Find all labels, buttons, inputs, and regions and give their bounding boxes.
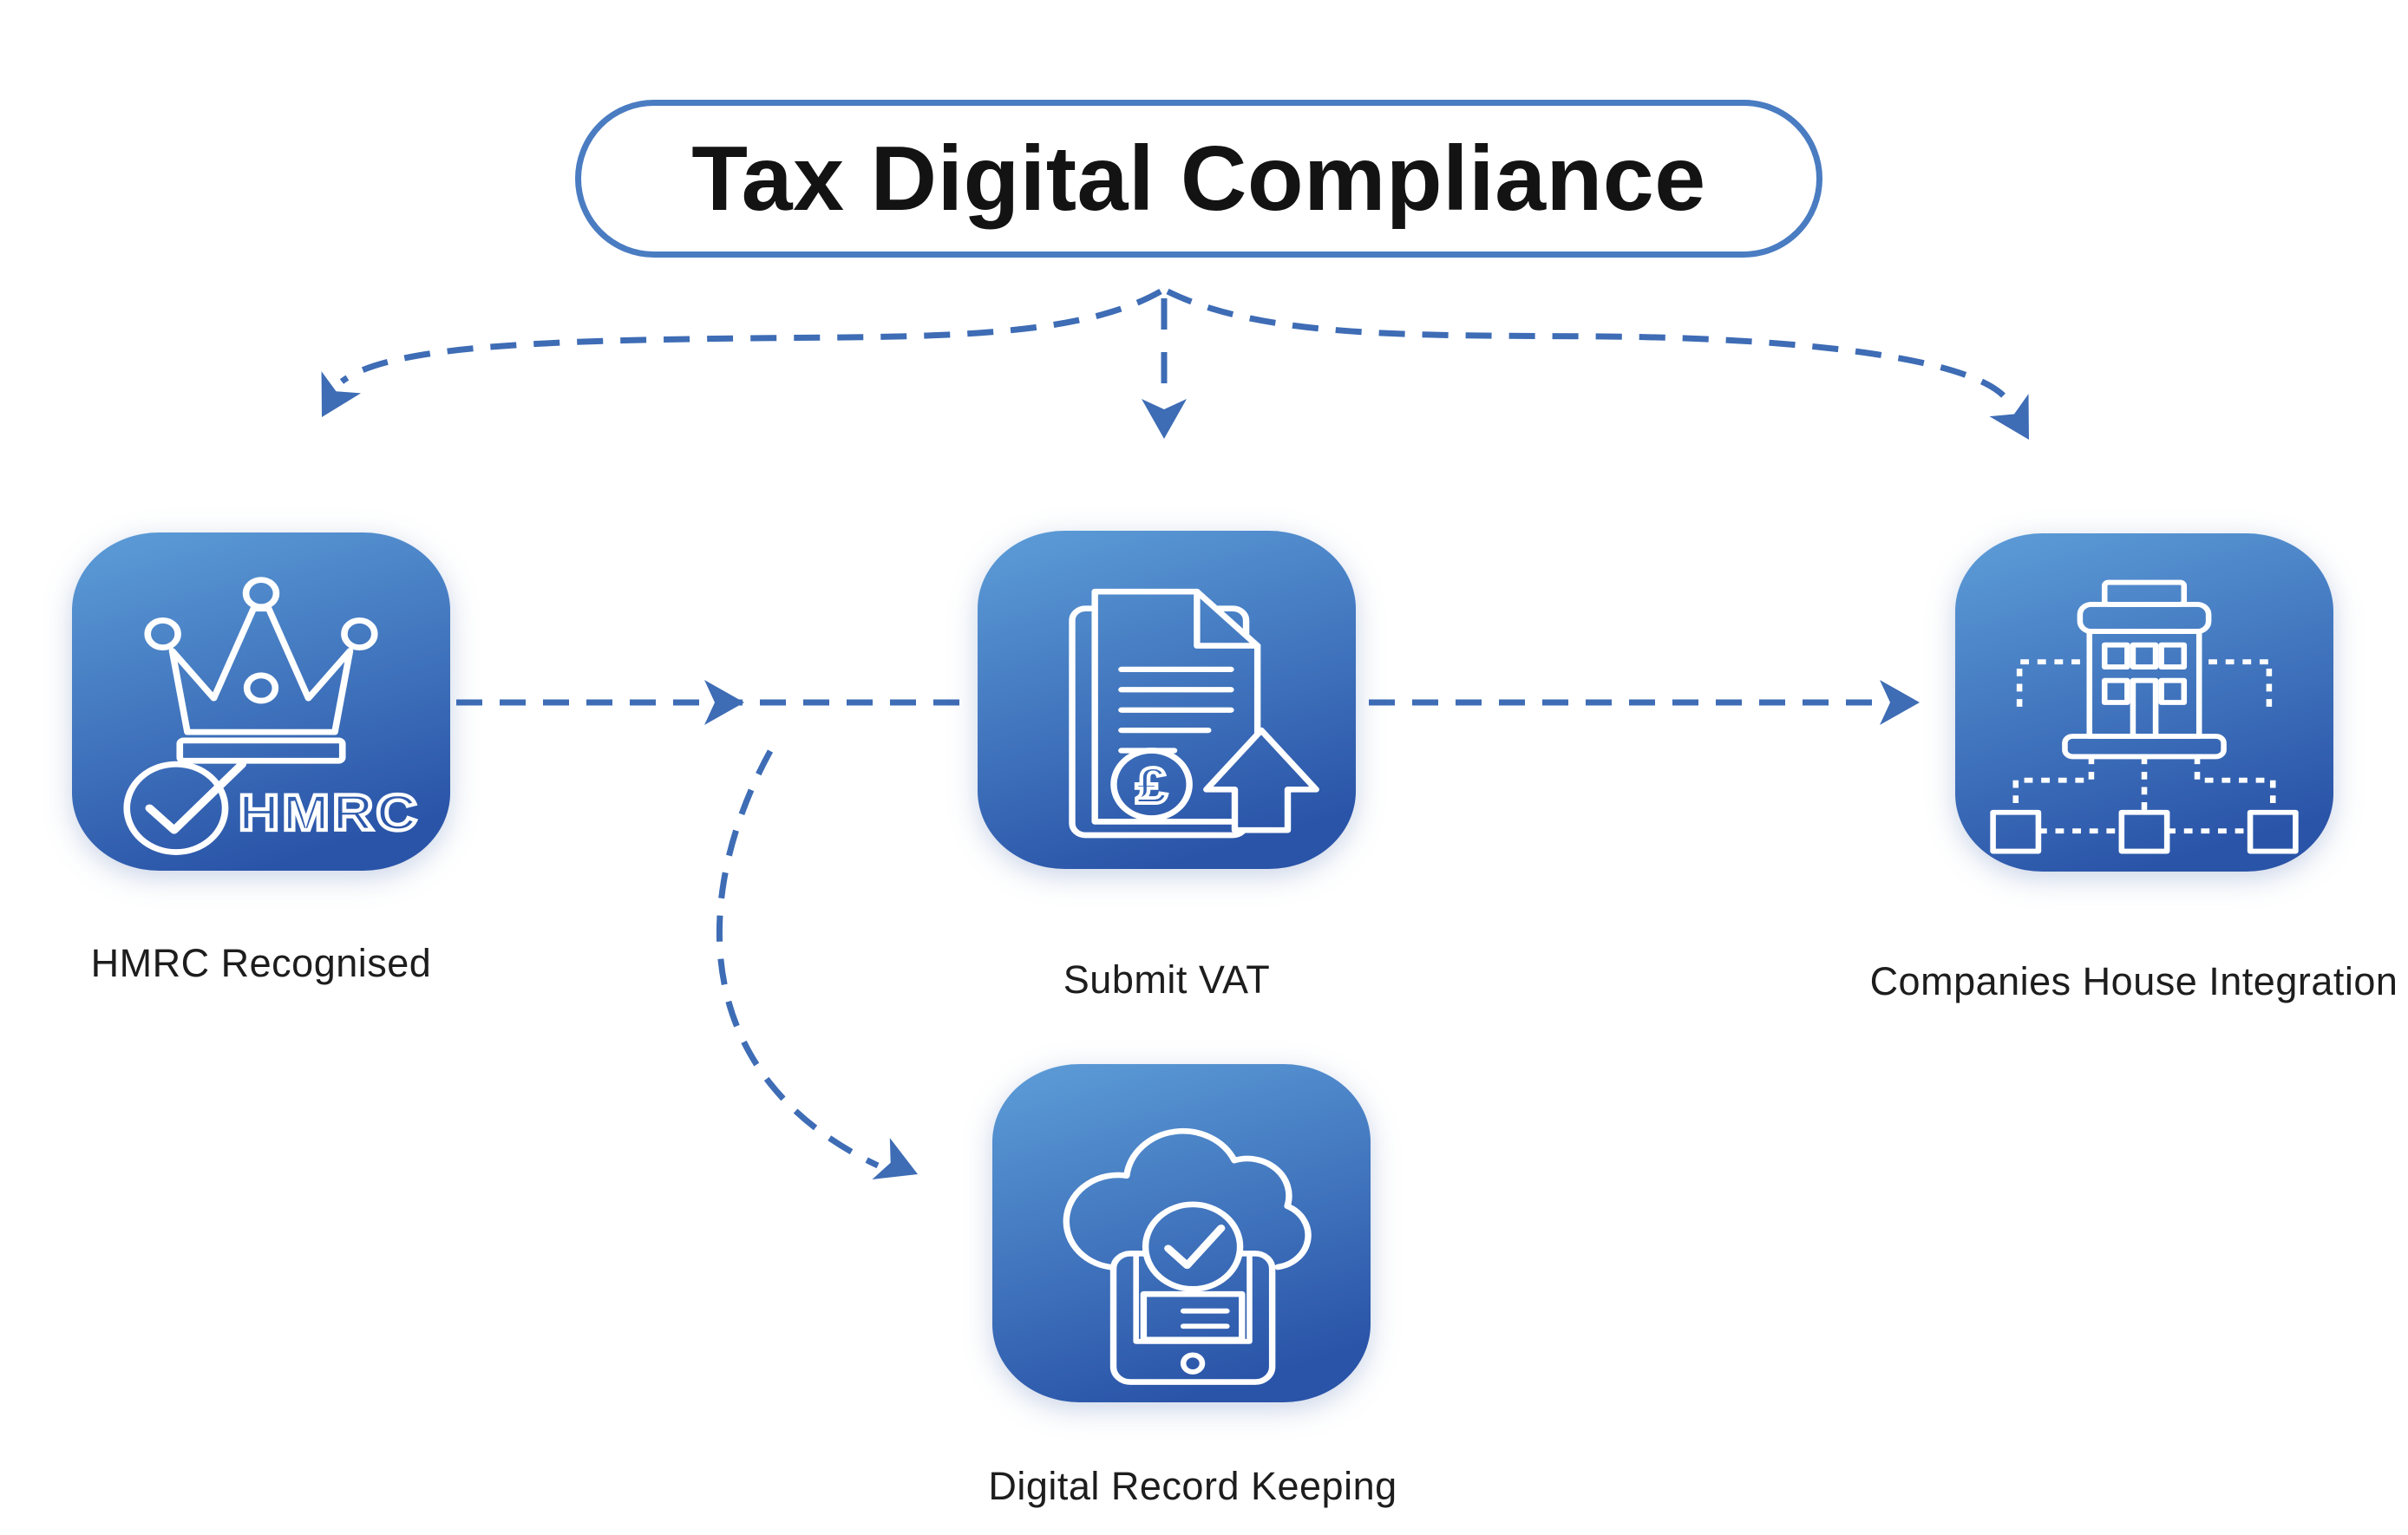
arrow-hmrc-to-record-keeping (717, 749, 880, 1169)
arrow-title-to-hmrc (339, 288, 1162, 384)
hmrc-crown-check-icon: HMRC (72, 532, 450, 871)
upload-arrow-icon (1203, 727, 1319, 833)
vat-document-icon (1069, 588, 1319, 839)
checkmark (1164, 1225, 1226, 1270)
org-chart-nodes (1990, 809, 2299, 854)
arrow-title-to-companies-house (1166, 288, 2012, 405)
arrowheads (321, 371, 2029, 1179)
label-record-keeping: Digital Record Keeping (988, 1464, 1397, 1508)
arrowhead-vat-to-companies-house (1880, 680, 1920, 725)
node-submit-vat: £ (978, 531, 1356, 869)
document-text-lines (1118, 666, 1234, 754)
arrowhead-to-record-keeping (872, 1138, 918, 1179)
node-record-keeping (992, 1064, 1371, 1402)
hmrc-badge-text: HMRC (239, 785, 420, 841)
org-chart-dashed-links (2012, 659, 2276, 834)
building-org-chart-icon (1955, 533, 2333, 872)
label-companies-house: Companies House Integration (1869, 959, 2398, 1003)
cloud-tablet-icon (1063, 1127, 1312, 1385)
cloud-check-tablet-icon (992, 1064, 1371, 1402)
title-pill: Tax Digital Compliance (575, 100, 1822, 258)
node-hmrc-recognised: HMRC (72, 532, 450, 871)
arrowhead-to-hmrc (321, 371, 362, 417)
record-card (1140, 1290, 1246, 1343)
record-lines (1180, 1308, 1230, 1329)
dashed-connector-lines (339, 288, 2012, 1169)
check-circle (1142, 1201, 1244, 1292)
checkmark-circle-icon (123, 760, 247, 855)
pound-coin-circle (1110, 748, 1193, 821)
arrowhead-to-companies-house (1989, 394, 2029, 440)
document-pound-upload-icon: £ (978, 531, 1356, 869)
arrowhead-to-submit-vat (1142, 399, 1187, 439)
tile-background (1955, 533, 2333, 872)
folded-corner (1194, 588, 1261, 649)
label-submit-vat: Submit VAT (1063, 957, 1271, 1002)
cloud-outline (1063, 1127, 1312, 1270)
arrowhead-hmrc-to-vat (704, 680, 744, 725)
node-companies-house (1955, 533, 2333, 872)
crown-icon (144, 577, 378, 764)
label-hmrc-recognised: HMRC Recognised (90, 941, 432, 985)
pound-symbol: £ (1135, 758, 1167, 814)
page-title: Tax Digital Compliance (691, 127, 1706, 230)
home-button (1180, 1352, 1206, 1375)
